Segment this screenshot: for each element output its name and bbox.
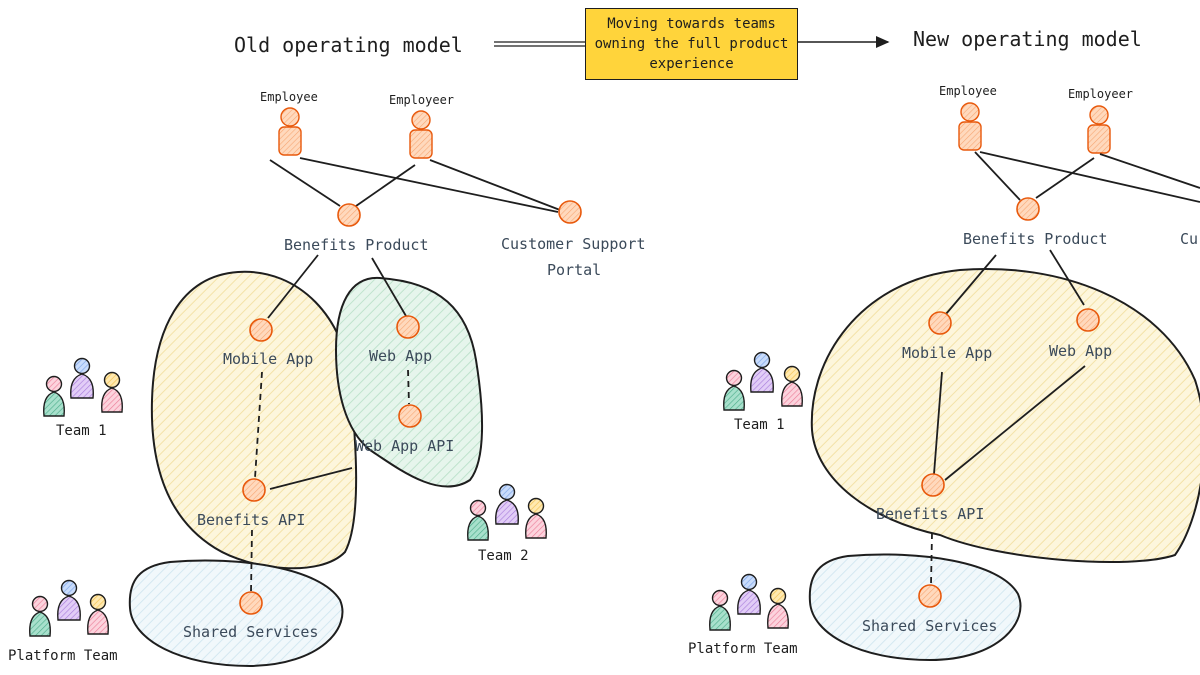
new-employer-label: Employeer <box>1068 87 1133 101</box>
platform-boundary <box>128 559 344 668</box>
new-platform-team-label: Platform Team <box>688 641 798 657</box>
new-platform-boundary <box>808 553 1022 662</box>
old-web-app-label: Web App <box>369 347 432 365</box>
new-employer-icon <box>1087 105 1111 154</box>
new-web-app-label: Web App <box>1049 342 1112 360</box>
old-benefits-product-label: Benefits Product <box>284 236 429 254</box>
old-web-app-node <box>396 315 420 339</box>
new-operating-model: New operating model Employee Employeer B <box>688 27 1200 662</box>
new-web-app-node <box>1076 308 1100 332</box>
new-team1-icon <box>723 351 803 411</box>
new-team1-label: Team 1 <box>734 417 785 433</box>
new-connections <box>930 151 1200 586</box>
new-mobile-app-node <box>928 311 952 335</box>
new-customer-support-partial-label: Cu <box>1180 230 1198 248</box>
new-benefits-product-label: Benefits Product <box>963 230 1108 248</box>
new-team1-boundary <box>810 268 1200 564</box>
old-benefits-product-node <box>337 203 361 227</box>
new-benefits-api-label: Benefits API <box>876 505 984 523</box>
old-web-app-api-node <box>398 404 422 428</box>
old-team2-icon <box>467 483 547 541</box>
old-team1-label: Team 1 <box>56 423 107 439</box>
old-platform-team-icon <box>29 579 109 637</box>
old-employee-label: Employee <box>260 90 318 104</box>
old-platform-team-label: Platform Team <box>8 648 118 664</box>
old-team2-label: Team 2 <box>478 548 529 564</box>
old-shared-services-node <box>239 591 263 615</box>
old-customer-support-label-2: Portal <box>547 261 601 279</box>
old-mobile-app-label: Mobile App <box>223 350 313 368</box>
old-employer-icon <box>409 110 433 159</box>
old-shared-services-label: Shared Services <box>183 623 318 641</box>
old-team1-icon <box>43 357 123 417</box>
old-operating-model: Old operating model Employee Employeer <box>8 33 646 668</box>
old-mobile-app-node <box>249 318 273 342</box>
old-connections <box>250 157 561 593</box>
new-shared-services-node <box>918 584 942 608</box>
old-benefits-api-node <box>242 478 266 502</box>
new-benefits-product-node <box>1016 197 1040 221</box>
new-employee-icon <box>958 102 982 151</box>
new-platform-team-icon <box>709 573 789 631</box>
new-employee-label: Employee <box>939 84 997 98</box>
old-benefits-api-label: Benefits API <box>197 511 305 529</box>
new-shared-services-label: Shared Services <box>862 617 997 635</box>
old-web-app-api-label: Web App API <box>355 437 454 455</box>
old-employer-label: Employeer <box>389 93 454 107</box>
old-customer-support-node <box>558 200 582 224</box>
old-to-banner-arrow <box>494 41 585 47</box>
old-employee-icon <box>278 107 302 156</box>
old-customer-support-label-1: Customer Support <box>501 235 646 253</box>
new-mobile-app-label: Mobile App <box>902 344 992 362</box>
old-model-title: Old operating model <box>234 33 463 57</box>
new-benefits-api-node <box>921 473 945 497</box>
new-model-title: New operating model <box>913 27 1142 51</box>
transition-banner: Moving towards teams owning the full pro… <box>585 8 798 80</box>
